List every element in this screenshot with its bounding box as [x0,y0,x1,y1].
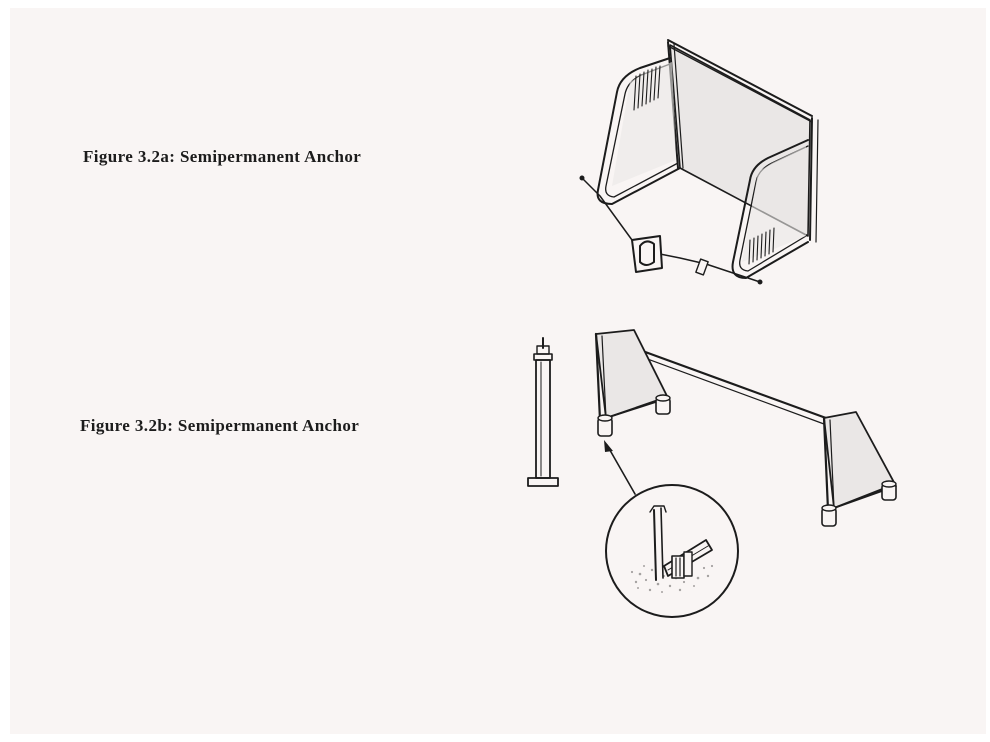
scanned-sheet [10,8,986,734]
detail-pointer-arrow [604,440,636,495]
goal-right-side-frame [731,139,809,279]
goal-top-rail [667,39,813,117]
anchor-detail-magnified [605,484,739,618]
goal-right-side-panel [821,411,897,527]
figure-3-2b-caption: Figure 3.2b: Semipermanent Anchor [80,416,360,435]
right-net-hatching [748,227,775,265]
goal-right-upright [809,117,813,241]
anchor-stake [527,337,559,487]
left-net-hatching [633,65,661,111]
portable-goal-anchor-illustration [527,329,897,618]
goal-left-side-panel [594,329,671,437]
soccer-goal-anchor-illustration [579,39,819,285]
figure-3-2a-caption: Figure 3.2a: Semipermanent Anchor [83,147,362,166]
anchor-bracket [631,235,663,273]
